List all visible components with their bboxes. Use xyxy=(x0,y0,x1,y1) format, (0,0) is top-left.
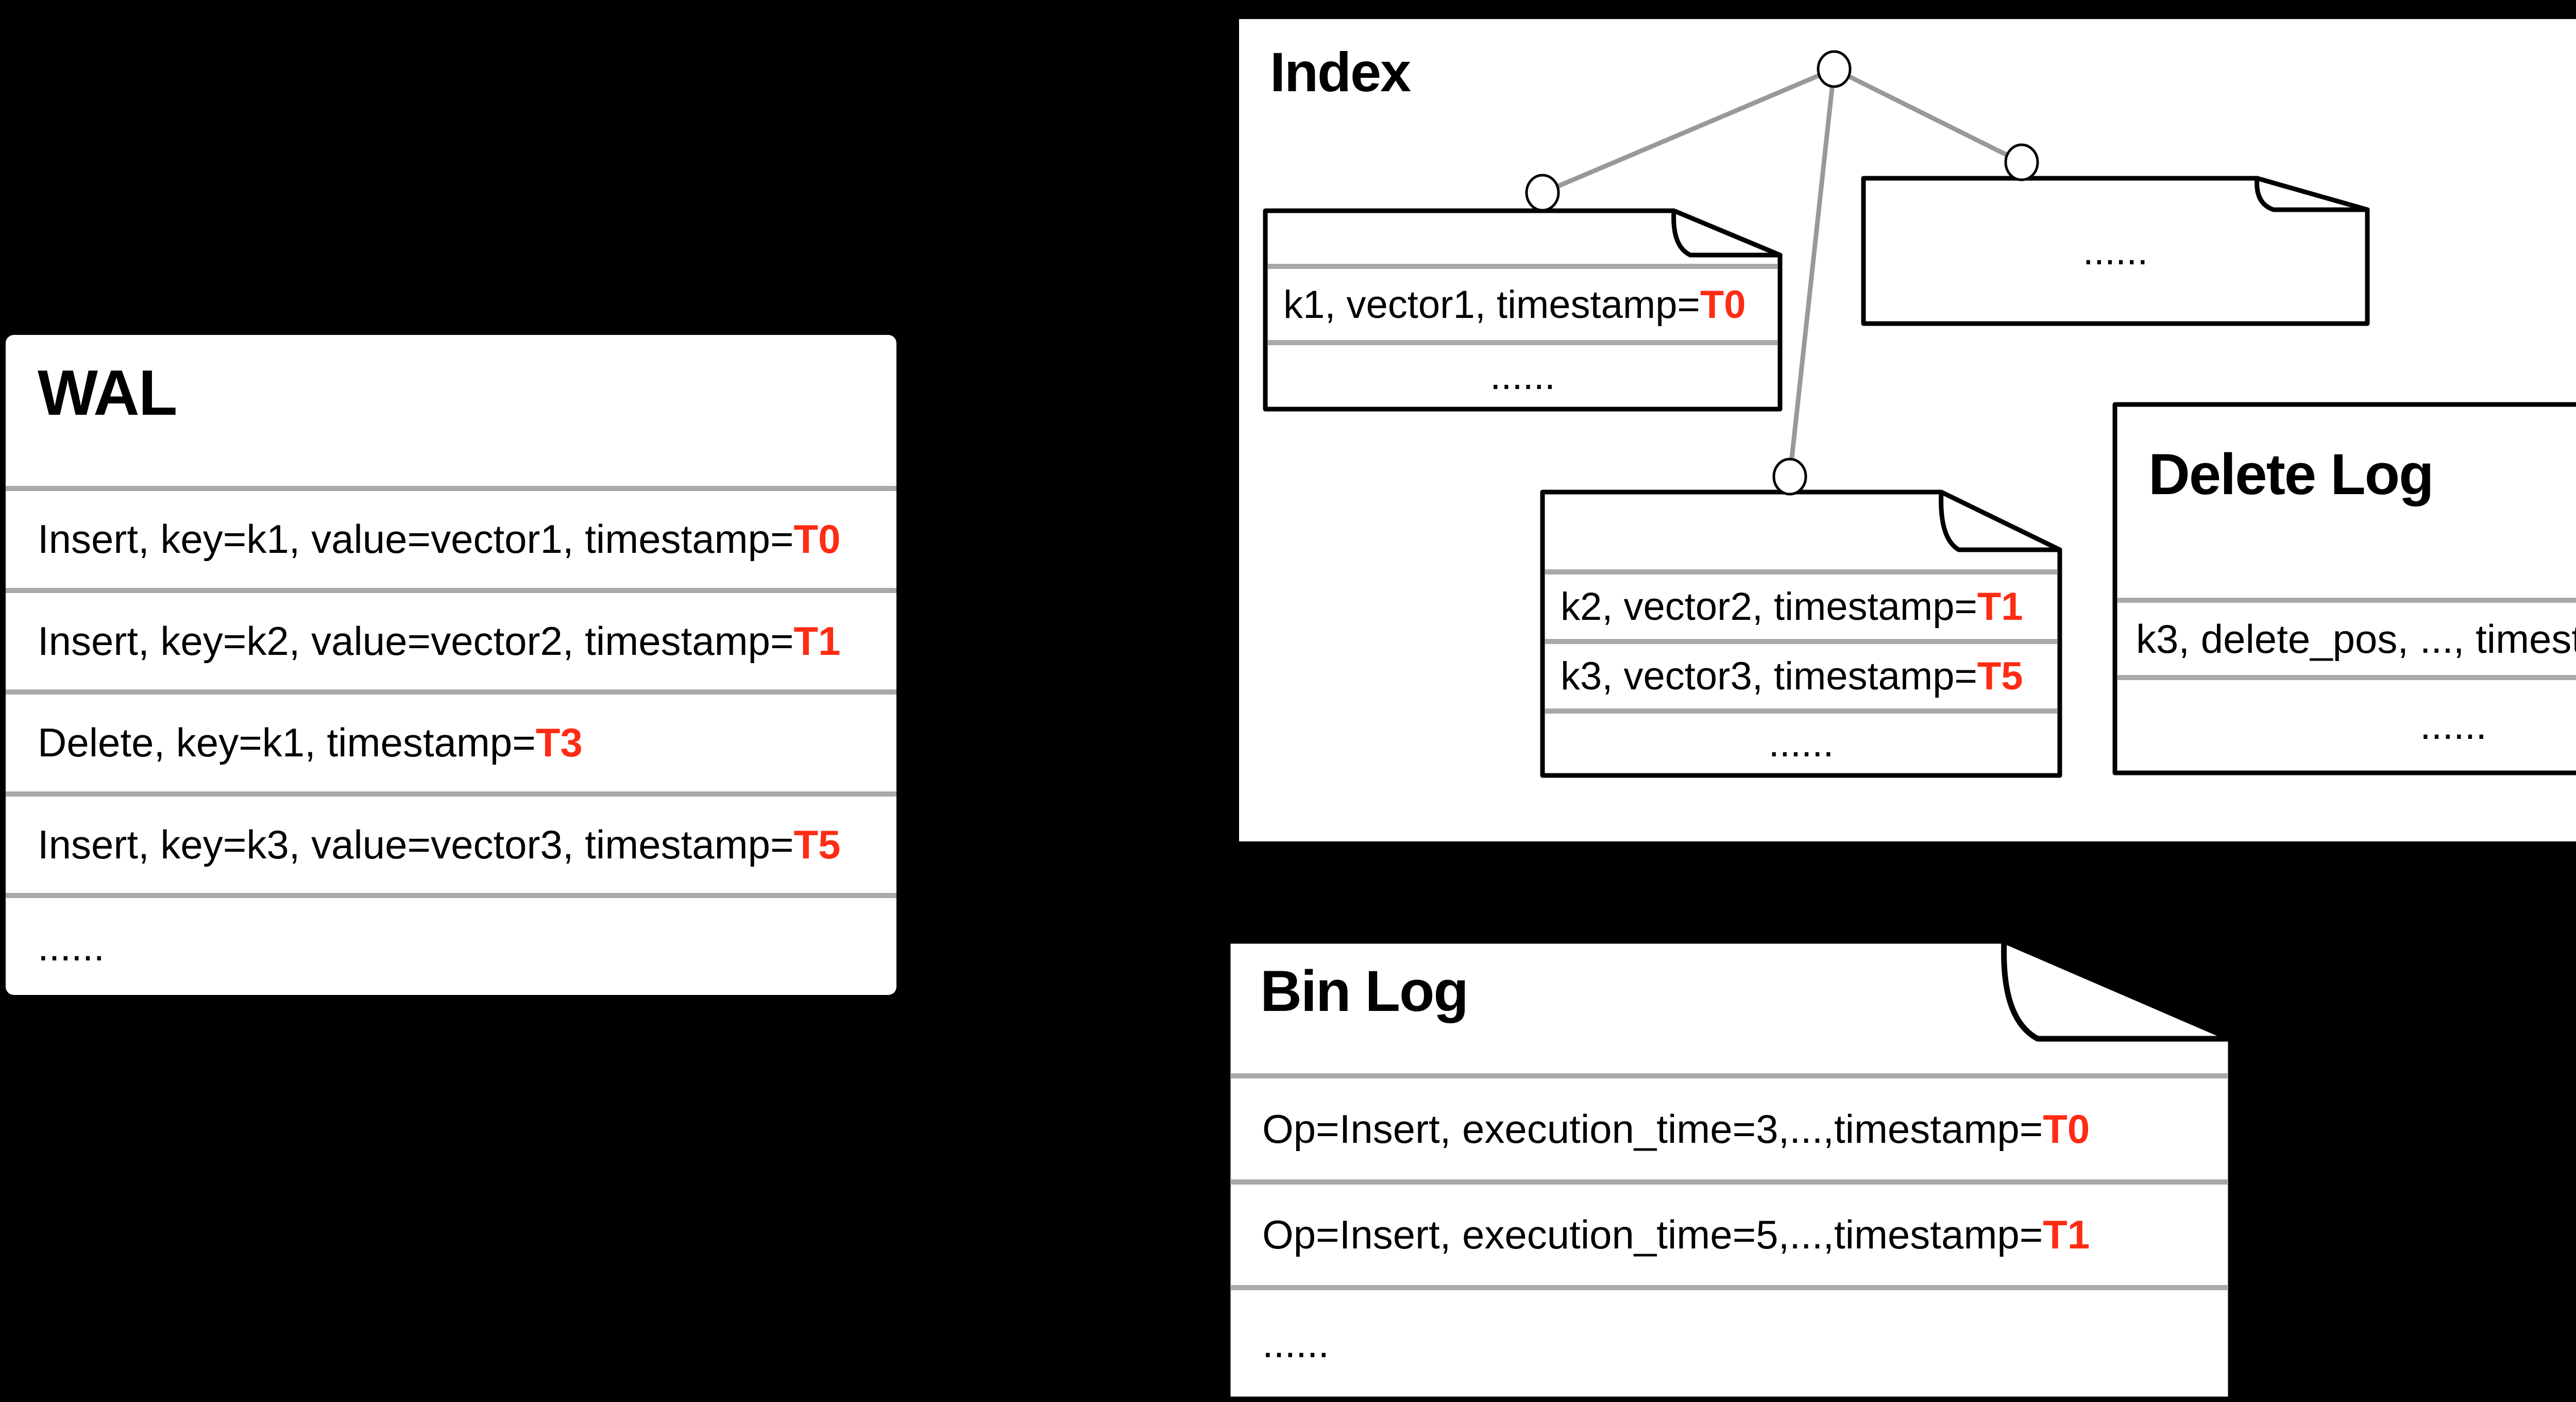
delete-log-title-block: Delete Log xyxy=(2117,407,2576,598)
bin-log-title-block: Bin Log xyxy=(1230,943,2228,1073)
segment-row-ellipsis: ...... xyxy=(1268,340,1777,407)
page-outline xyxy=(1263,208,1783,412)
page-outline xyxy=(1540,489,2062,778)
wal-row-text: Insert, key=k2, value=vector2, timestamp… xyxy=(38,618,794,664)
delete-log-row-text: k3, delete_pos, ..., timestamp= xyxy=(2136,616,2576,662)
page-fold-icon xyxy=(1939,489,2062,552)
timestamp-value: T5 xyxy=(793,822,841,868)
bin-log-row-text: Op=Insert, execution_time=5,...,timestam… xyxy=(1262,1212,2043,1257)
page-shape xyxy=(1861,176,2370,326)
wal-row-text: Delete, key=k1, timestamp= xyxy=(38,720,536,766)
timestamp-value: T0 xyxy=(1700,282,1746,327)
bin-log-row-ellipsis: ...... xyxy=(1230,1285,2228,1397)
segment-row-ellipsis: ...... xyxy=(1545,708,2057,773)
page-shape xyxy=(2112,402,2576,775)
timestamp-value: T1 xyxy=(2043,1212,2090,1257)
page-shape xyxy=(1540,489,2062,778)
segment-row-text: k3, vector3, timestamp= xyxy=(1561,654,1977,698)
page-fold-icon xyxy=(2255,176,2370,212)
wal-row: Insert, key=k1, value=vector1, timestamp… xyxy=(6,486,896,588)
wal-title: WAL xyxy=(38,358,177,429)
timestamp-value: T3 xyxy=(535,720,583,766)
wal-row: Delete, key=k1, timestamp=T3 xyxy=(6,689,896,791)
segment-row-text: ...... xyxy=(2082,229,2148,273)
timestamp-value: T1 xyxy=(1977,585,2023,629)
bin-log-rows: Bin Log Op=Insert, execution_time=3,...,… xyxy=(1230,943,2228,1397)
segment-row: k2, vector2, timestamp=T1 xyxy=(1545,569,2057,639)
segment-rows: k2, vector2, timestamp=T1 k3, vector3, t… xyxy=(1545,495,2057,773)
bin-log-file: Bin Log Op=Insert, execution_time=3,...,… xyxy=(1225,938,2234,1402)
page-outline xyxy=(1225,938,2234,1402)
bin-log-row: Op=Insert, execution_time=5,...,timestam… xyxy=(1230,1179,2228,1285)
delete-log-file: Delete Log k3, delete_pos, ..., timestam… xyxy=(2112,402,2576,775)
wal-row-text: Insert, key=k1, value=vector1, timestamp… xyxy=(38,516,794,562)
wal-row: Insert, key=k3, value=vector3, timestamp… xyxy=(6,791,896,893)
index-segment-k1-file: k1, vector1, timestamp=T0 ...... xyxy=(1263,208,1783,412)
segment-row: k3, vector3, timestamp=T5 xyxy=(1545,639,2057,708)
page-shape xyxy=(1225,938,2234,1402)
wal-row: Insert, key=k2, value=vector2, timestamp… xyxy=(6,587,896,690)
wal-panel: WAL Insert, key=k1, value=vector1, times… xyxy=(6,335,896,995)
timestamp-value: T0 xyxy=(793,516,841,562)
page-fold-icon xyxy=(1671,208,1783,258)
delete-log-rows: Delete Log k3, delete_pos, ..., timestam… xyxy=(2117,407,2576,770)
index-title: Index xyxy=(1270,41,1411,103)
segment-rows: ...... xyxy=(1866,181,2365,321)
bin-log-title: Bin Log xyxy=(1260,959,1469,1023)
segment-rows: k1, vector1, timestamp=T0 ...... xyxy=(1268,213,1777,407)
delete-log-row-ellipsis: ...... xyxy=(2117,675,2576,770)
wal-row-ellipsis: ...... xyxy=(6,893,896,995)
wal-row-text: ...... xyxy=(38,923,105,969)
wal-row-text: Insert, key=k3, value=vector3, timestamp… xyxy=(38,822,794,868)
bin-log-row-text: ...... xyxy=(1262,1321,1330,1366)
segment-row-text: k2, vector2, timestamp= xyxy=(1561,585,1977,629)
segment-header xyxy=(1268,213,1777,264)
index-segment-k2-k3-file: k2, vector2, timestamp=T1 k3, vector3, t… xyxy=(1540,489,2062,778)
delete-log-title: Delete Log xyxy=(2148,442,2434,506)
delete-log-row: k3, delete_pos, ..., timestamp=T3 xyxy=(2117,598,2576,675)
segment-row-ellipsis: ...... xyxy=(1866,181,2365,321)
delete-log-row-text: ...... xyxy=(2419,702,2487,748)
page-shape xyxy=(1263,208,1783,412)
timestamp-value: T5 xyxy=(1977,654,2023,698)
bin-log-row-text: Op=Insert, execution_time=3,...,timestam… xyxy=(1262,1106,2043,1152)
segment-row-text: ...... xyxy=(1768,721,1834,765)
page-outline xyxy=(1861,176,2370,326)
segment-row-text: k1, vector1, timestamp= xyxy=(1283,282,1700,327)
page-outline xyxy=(2112,402,2576,775)
segment-row-text: ...... xyxy=(1490,354,1555,398)
segment-header xyxy=(1545,495,2057,569)
page-fold-icon xyxy=(2001,938,2234,1042)
timestamp-value: T1 xyxy=(793,618,841,664)
index-segment-ellipsis-file: ...... xyxy=(1861,176,2370,326)
segment-row: k1, vector1, timestamp=T0 xyxy=(1268,264,1777,340)
wal-title-block: WAL xyxy=(6,335,896,486)
bin-log-row: Op=Insert, execution_time=3,...,timestam… xyxy=(1230,1073,2228,1179)
timestamp-value: T0 xyxy=(2043,1106,2090,1152)
